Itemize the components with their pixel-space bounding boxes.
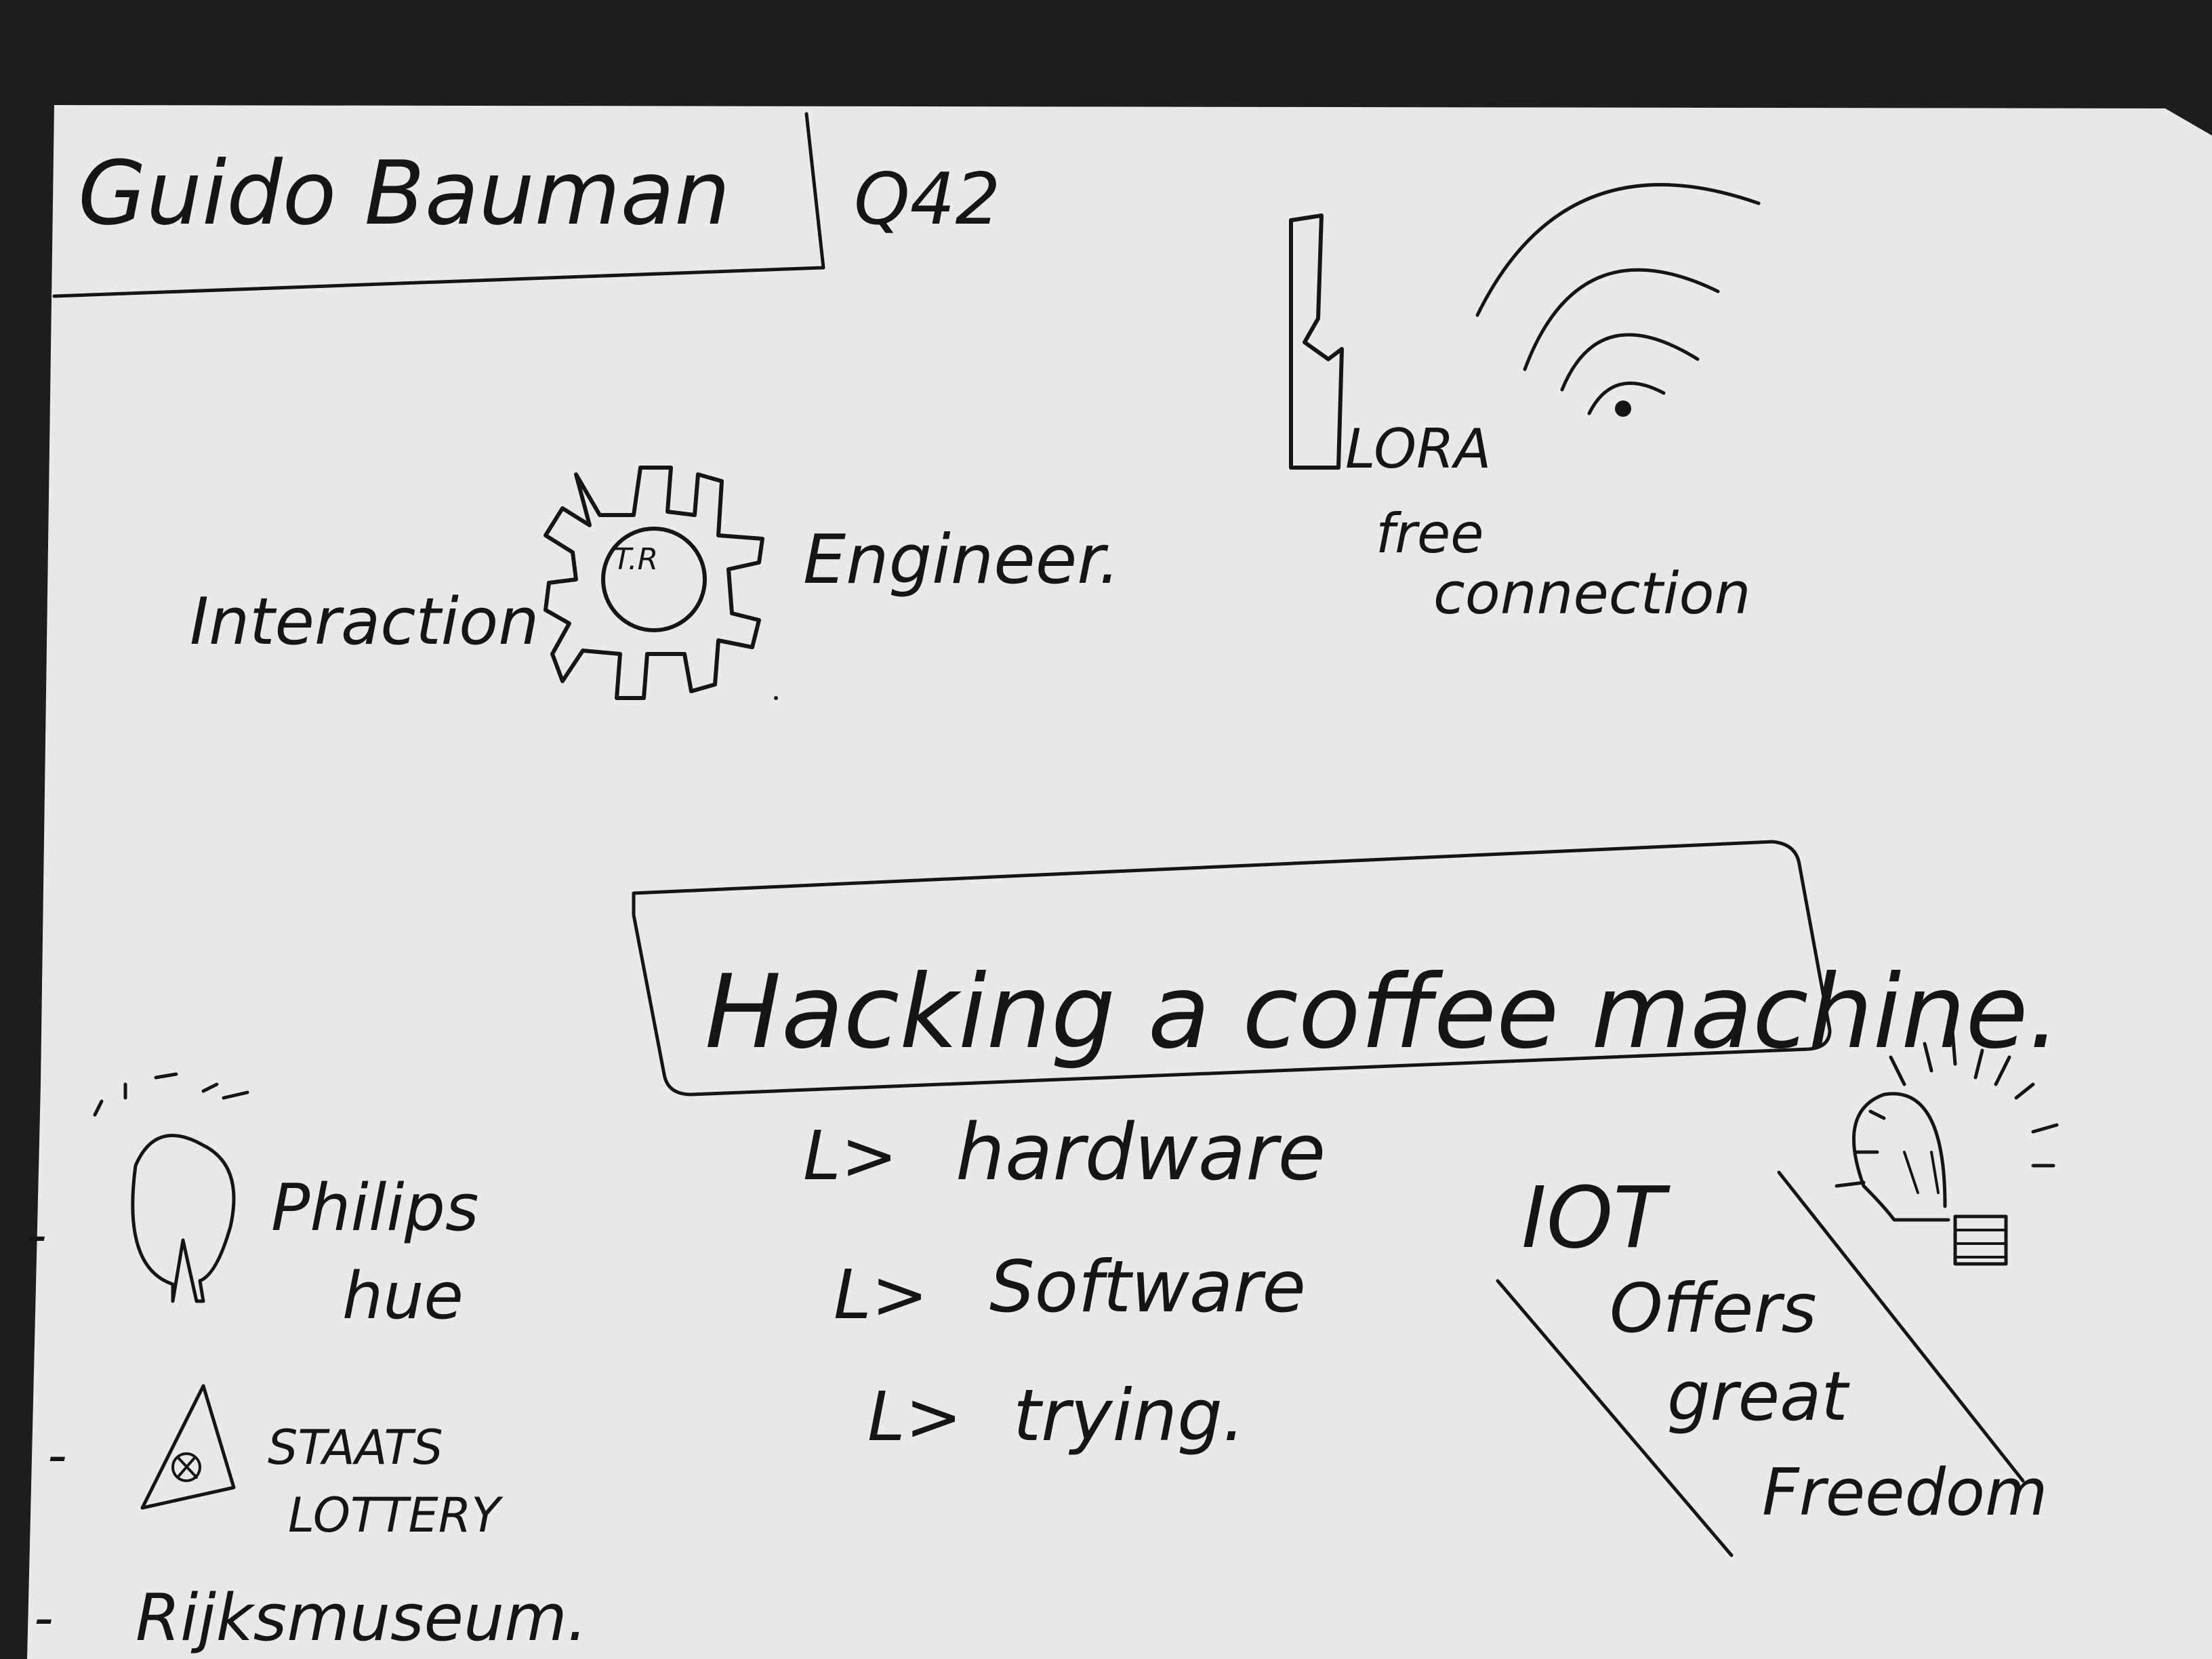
svg-text:L>: L> — [834, 1255, 928, 1334]
wifi-icon — [1475, 183, 1761, 417]
lamp-icon — [93, 1072, 249, 1303]
list-item: L> Software — [834, 1246, 1306, 1334]
svg-text:L>: L> — [803, 1116, 898, 1195]
svg-text:-: - — [34, 1586, 54, 1650]
svg-text:Software: Software — [989, 1246, 1306, 1328]
hacking-box: Hacking a coffee machine. — [632, 840, 2060, 1097]
list-item: - Rijksmuseum. — [34, 1581, 588, 1656]
svg-text:hue: hue — [342, 1259, 464, 1334]
gear-icon: T.R — [544, 466, 764, 700]
svg-text:trying.: trying. — [1013, 1374, 1245, 1457]
lightbulb-icon — [1835, 1021, 2059, 1266]
interaction-engineer: Interaction T.R Engineer. — [190, 466, 1120, 700]
svg-text:STAATS: STAATS — [268, 1420, 443, 1475]
hacking-items: L> hardware L> Software L> trying. — [803, 1107, 1326, 1457]
svg-text:Philips: Philips — [271, 1171, 478, 1246]
lora-line3: connection — [1433, 560, 1750, 628]
iot-line3: great — [1667, 1357, 1850, 1436]
svg-text:LOTTERY: LOTTERY — [288, 1488, 504, 1543]
company-label: Q42 — [854, 158, 1000, 241]
gear-label: T.R — [613, 542, 658, 577]
svg-text:hardware: hardware — [956, 1107, 1326, 1198]
name-text: Guido Bauman — [78, 142, 731, 245]
svg-text:-: - — [47, 1424, 67, 1487]
interaction-text: Interaction — [190, 585, 539, 659]
hacking-title: Hacking a coffee machine. — [705, 954, 2060, 1071]
warning-triangle-icon — [140, 1384, 236, 1510]
lora-title: LORA — [1345, 417, 1491, 480]
svg-text:-: - — [27, 1204, 47, 1267]
name-box: Guido Bauman Q42 — [52, 112, 1000, 298]
svg-text:Rijksmuseum.: Rijksmuseum. — [136, 1581, 588, 1656]
lora-block: LORA free connection — [1289, 183, 1761, 628]
company-list: - Philips hue - STAATS LOTTERY - Rijksmu… — [27, 1072, 588, 1656]
pen-mark — [774, 696, 778, 700]
iot-title: IOT — [1521, 1169, 1671, 1267]
list-item: L> hardware — [803, 1107, 1326, 1198]
paper-sheet — [27, 105, 2212, 1659]
lora-line2: free — [1376, 502, 1484, 565]
list-item: L> trying. — [867, 1374, 1245, 1457]
iot-line4: Freedom — [1762, 1456, 2048, 1530]
iot-block: IOT Offers great Freedom — [1496, 1021, 2059, 1557]
engineer-text: Engineer. — [803, 520, 1120, 599]
svg-text:L>: L> — [867, 1377, 962, 1456]
list-item: - STAATS LOTTERY — [47, 1384, 504, 1543]
iot-line2: Offers — [1610, 1269, 1817, 1348]
list-item: - Philips hue — [27, 1072, 478, 1334]
